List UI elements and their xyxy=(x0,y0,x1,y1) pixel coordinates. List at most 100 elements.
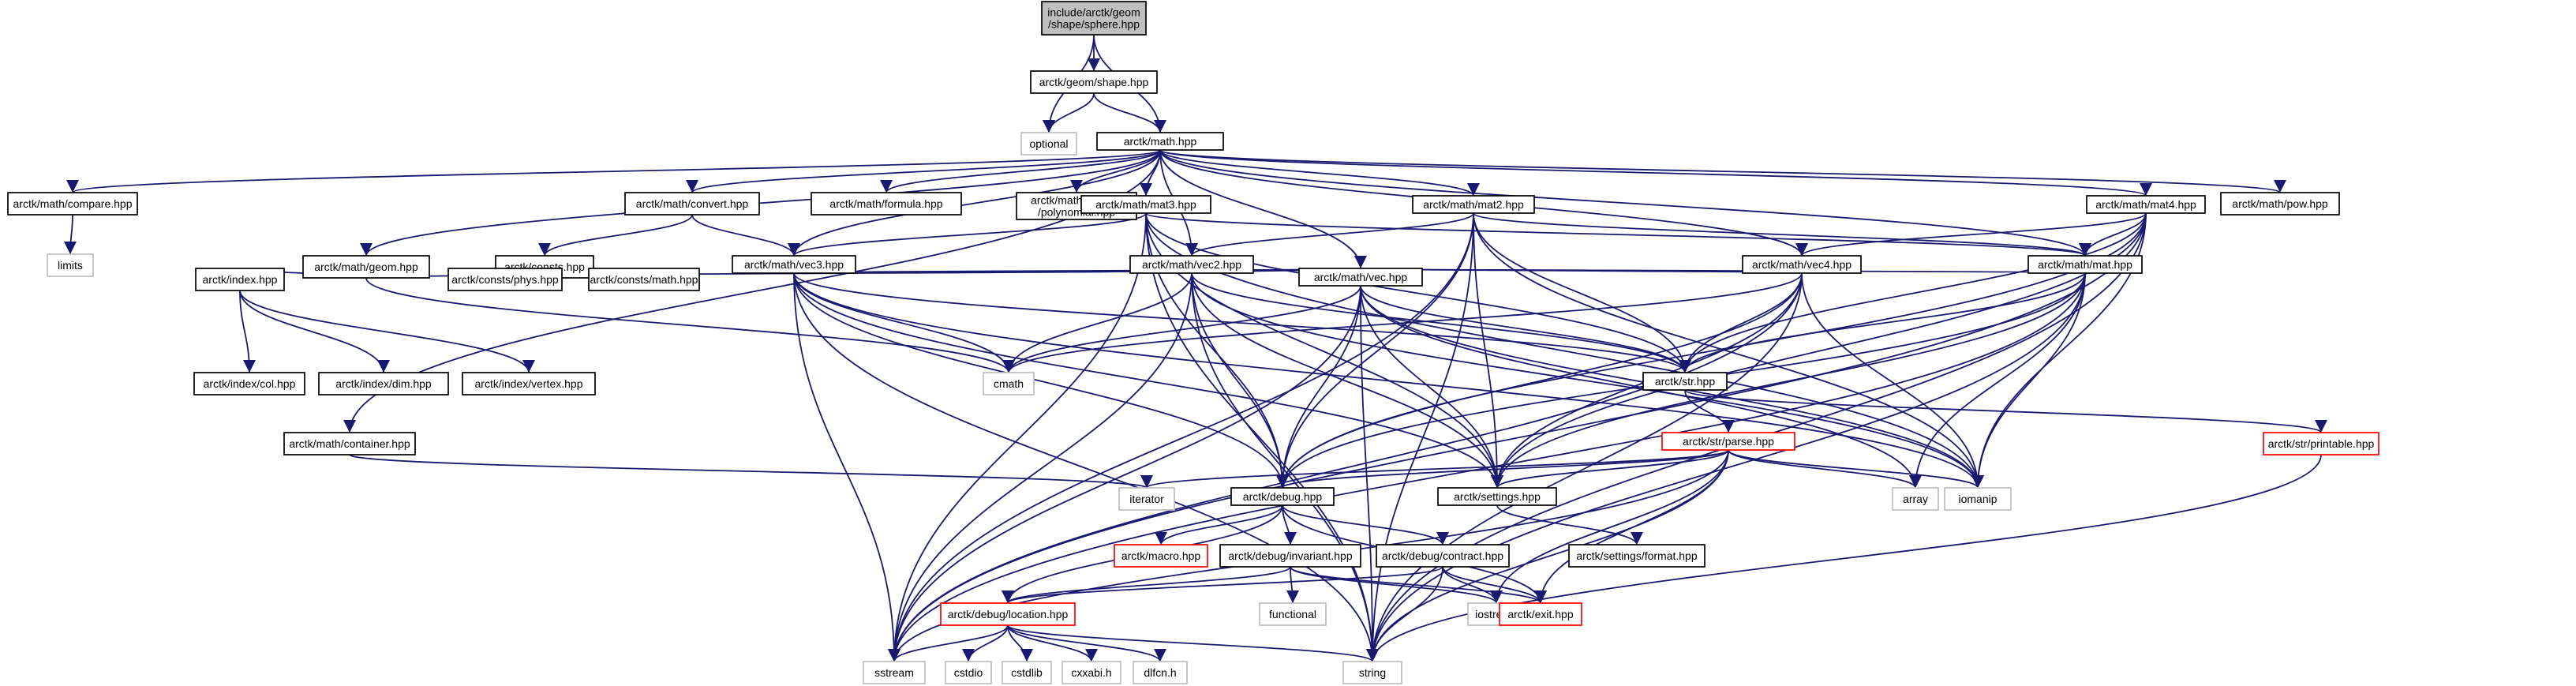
node-index[interactable]: arctk/index.hpp xyxy=(195,268,285,291)
edge-vec-to-settings xyxy=(1360,285,1504,489)
edge-mat2-to-mat xyxy=(1473,212,2091,257)
node-vec3-box xyxy=(732,255,856,274)
node-container[interactable]: arctk/math/container.hpp xyxy=(283,432,416,455)
node-sformat-box xyxy=(1568,544,1705,568)
node-iomanip: iomanip xyxy=(1944,487,2012,511)
edge-index-to-dim xyxy=(239,290,391,373)
node-cxxabi: cxxabi.h xyxy=(1061,661,1121,684)
node-compare[interactable]: arctk/math/compare.hpp xyxy=(7,192,138,216)
node-location-box xyxy=(940,602,1076,626)
node-contract[interactable]: arctk/debug/contract.hpp xyxy=(1376,544,1510,568)
node-array-label: array xyxy=(1903,493,1928,505)
edge-vec2-to-cmath xyxy=(1002,272,1193,373)
edge-parse-to-debug xyxy=(1276,449,1729,489)
edge-mat-to-array xyxy=(1908,272,2086,489)
node-math[interactable]: arctk/math.hpp xyxy=(1096,132,1224,151)
node-debug[interactable]: arctk/debug.hpp xyxy=(1230,487,1335,506)
edge-vec4-to-debug xyxy=(1275,272,1803,489)
node-settings[interactable]: arctk/settings.hpp xyxy=(1437,487,1557,506)
node-col-label: arctk/index/col.hpp xyxy=(204,377,296,390)
node-dlfcn: dlfcn.h xyxy=(1133,661,1188,684)
node-pow[interactable]: arctk/math/pow.hpp xyxy=(2220,192,2340,216)
edge-parse-to-settings xyxy=(1491,449,1729,489)
node-optional-label: optional xyxy=(1029,137,1068,150)
edge-math-to-geom xyxy=(360,149,1161,257)
edge-mat3-to-sstream xyxy=(887,212,1147,662)
node-vec2[interactable]: arctk/math/vec2.hpp xyxy=(1129,255,1254,274)
node-convert-label: arctk/math/convert.hpp xyxy=(636,197,749,210)
node-limits-box xyxy=(47,253,94,277)
node-mat4[interactable]: arctk/math/mat4.hpp xyxy=(2086,195,2206,214)
node-index-label: arctk/index.hpp xyxy=(203,273,278,286)
node-root[interactable]: include/arctk/geom/shape/sphere.hpp xyxy=(1041,1,1147,36)
node-macro[interactable]: arctk/macro.hpp xyxy=(1114,544,1208,568)
node-geom-label: arctk/math/geom.hpp xyxy=(314,261,418,273)
node-cstdio-box xyxy=(945,661,992,684)
node-printable[interactable]: arctk/str/printable.hpp xyxy=(2263,432,2379,455)
node-exit[interactable]: arctk/exit.hpp xyxy=(1499,602,1582,626)
node-shape-box xyxy=(1030,70,1158,94)
edge-vec3-to-iomanip xyxy=(793,272,1984,489)
node-str[interactable]: arctk/str.hpp xyxy=(1642,372,1728,391)
node-optional-box xyxy=(1020,132,1077,156)
node-mat3-label: arctk/math/mat3.hpp xyxy=(1095,198,1196,211)
node-invariant[interactable]: arctk/debug/invariant.hpp xyxy=(1219,544,1361,568)
node-compare-box xyxy=(7,192,138,216)
edge-parse-to-iterator xyxy=(1140,449,1729,489)
node-dim[interactable]: arctk/index/dim.hpp xyxy=(318,372,449,395)
node-cmath_c-box xyxy=(588,268,700,291)
edge-math-to-mat4 xyxy=(1159,149,2152,197)
node-parse[interactable]: arctk/str/parse.hpp xyxy=(1661,432,1795,451)
node-exit-box xyxy=(1499,602,1582,626)
node-settings-label: arctk/settings.hpp xyxy=(1454,490,1541,503)
node-sformat[interactable]: arctk/settings/format.hpp xyxy=(1568,544,1705,568)
node-col[interactable]: arctk/index/col.hpp xyxy=(193,372,305,395)
edge-invariant-to-exit xyxy=(1290,566,1547,604)
node-cmath_c[interactable]: arctk/consts/math.hpp xyxy=(588,268,700,291)
node-geom[interactable]: arctk/math/geom.hpp xyxy=(302,255,430,279)
edge-vec2-to-str xyxy=(1191,272,1691,373)
edge-mat2-to-vec2 xyxy=(1185,212,1474,257)
node-phys-label: arctk/consts/phys.hpp xyxy=(451,273,559,286)
node-mat3[interactable]: arctk/math/mat3.hpp xyxy=(1080,195,1211,214)
node-mat-label: arctk/math/mat.hpp xyxy=(2038,258,2132,271)
node-mat[interactable]: arctk/math/mat.hpp xyxy=(2027,255,2143,274)
node-compare-label: arctk/math/compare.hpp xyxy=(13,197,133,210)
node-mat2[interactable]: arctk/math/mat2.hpp xyxy=(1412,195,1535,214)
node-debug-label: arctk/debug.hpp xyxy=(1243,490,1323,503)
node-sstream: sstream xyxy=(863,661,926,684)
node-location[interactable]: arctk/debug/location.hpp xyxy=(940,602,1076,626)
node-pow-box xyxy=(2220,192,2340,216)
node-shape[interactable]: arctk/geom/shape.hpp xyxy=(1030,70,1158,94)
node-vertex[interactable]: arctk/index/vertex.hpp xyxy=(462,372,596,395)
edge-mat-to-settings xyxy=(1490,272,2086,489)
node-formula[interactable]: arctk/math/formula.hpp xyxy=(811,192,962,216)
node-contract-label: arctk/debug/contract.hpp xyxy=(1382,549,1503,562)
node-dlfcn-box xyxy=(1133,661,1188,684)
node-vec[interactable]: arctk/math/vec.hpp xyxy=(1298,268,1423,287)
node-vec3[interactable]: arctk/math/vec3.hpp xyxy=(732,255,856,274)
edge-mat2-to-debug xyxy=(1275,212,1474,489)
edge-layer xyxy=(63,34,2327,662)
node-exit-label: arctk/exit.hpp xyxy=(1507,608,1573,620)
edge-debug-to-macro xyxy=(1155,504,1283,545)
node-cxxabi-box xyxy=(1061,661,1121,684)
edge-mat4-to-mat xyxy=(2078,212,2147,257)
node-math-box xyxy=(1096,132,1224,151)
node-cmath-box xyxy=(983,372,1035,395)
node-invariant-box xyxy=(1219,544,1361,568)
edge-debug-to-contract xyxy=(1282,504,1449,545)
node-convert[interactable]: arctk/math/convert.hpp xyxy=(624,192,760,216)
node-formula-label: arctk/math/formula.hpp xyxy=(829,197,942,210)
node-formula-box xyxy=(811,192,962,216)
edge-vec2-to-settings xyxy=(1191,272,1504,489)
node-string: string xyxy=(1342,661,1402,684)
edge-shape-to-math xyxy=(1093,92,1167,133)
node-mat4-label: arctk/math/mat4.hpp xyxy=(2095,198,2196,211)
node-macro-box xyxy=(1114,544,1208,568)
node-debug-box xyxy=(1230,487,1335,506)
node-phys[interactable]: arctk/consts/phys.hpp xyxy=(447,268,563,291)
node-iomanip-label: iomanip xyxy=(1958,493,1997,505)
node-vec4[interactable]: arctk/math/vec4.hpp xyxy=(1742,255,1862,274)
edge-str-to-printable xyxy=(1684,389,2327,433)
